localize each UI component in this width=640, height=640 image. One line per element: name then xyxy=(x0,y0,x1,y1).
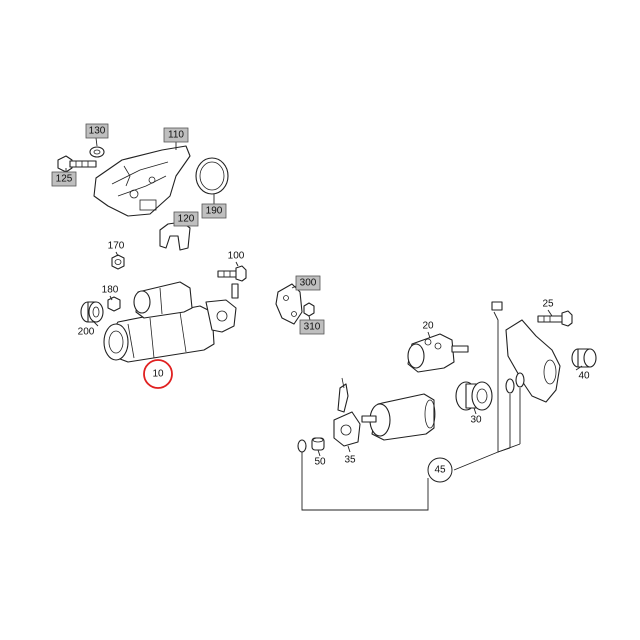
leader-lines xyxy=(65,137,583,511)
callout-100[interactable]: 100 xyxy=(228,251,245,262)
callout-40[interactable]: 40 xyxy=(578,371,590,382)
callout-120-label: 120 xyxy=(178,214,195,225)
starter-motor-10-part xyxy=(103,281,239,363)
callout-110[interactable]: 110 xyxy=(163,127,189,143)
end-washer-left-part xyxy=(297,439,307,453)
brush-holder-35-part xyxy=(333,377,361,447)
callout-30[interactable]: 30 xyxy=(470,415,482,426)
callout-300[interactable]: 300 xyxy=(295,275,321,291)
bushing-40-part xyxy=(571,348,597,368)
shim-washers-part xyxy=(505,372,525,394)
callout-10-highlighted[interactable]: 10 xyxy=(143,359,173,389)
washer-130-part xyxy=(89,146,105,158)
solenoid-20-part xyxy=(407,333,469,373)
callout-190-label: 190 xyxy=(206,206,223,217)
callout-45[interactable]: 45 xyxy=(427,457,453,483)
callout-200[interactable]: 200 xyxy=(78,327,95,338)
callout-190[interactable]: 190 xyxy=(201,203,227,219)
drive-end-housing-part xyxy=(491,301,561,403)
bolt-100-part xyxy=(217,265,247,282)
bolt-25-part xyxy=(537,310,573,327)
callout-130-label: 130 xyxy=(89,126,106,137)
clamp-ring-190-part xyxy=(195,157,229,195)
pinion-drive-30-part xyxy=(455,381,493,411)
nut-170-part xyxy=(111,254,125,270)
highlight-ring xyxy=(143,359,173,389)
armature-housing-part xyxy=(361,393,436,441)
gasket-plate-part xyxy=(275,283,303,325)
callout-110-label: 110 xyxy=(168,130,184,141)
bushing-200-part xyxy=(80,301,104,323)
callout-125-label: 125 xyxy=(56,174,73,185)
callout-310-label: 310 xyxy=(304,322,321,333)
callout-10-label: 10 xyxy=(152,369,164,380)
heat-shield-110-part xyxy=(93,145,191,217)
plug-50-part xyxy=(311,437,325,451)
nut-310-part xyxy=(303,302,315,317)
callout-310[interactable]: 310 xyxy=(299,319,325,335)
callout-50[interactable]: 50 xyxy=(314,457,326,468)
callout-125[interactable]: 125 xyxy=(51,171,77,187)
callout-35[interactable]: 35 xyxy=(344,455,356,466)
bolt-125-part xyxy=(57,155,97,173)
callout-25[interactable]: 25 xyxy=(542,299,554,310)
callout-120[interactable]: 120 xyxy=(173,211,199,227)
callout-130[interactable]: 130 xyxy=(85,123,109,139)
callout-170[interactable]: 170 xyxy=(108,241,125,252)
nut-180-part xyxy=(107,296,121,312)
callout-300-label: 300 xyxy=(300,278,317,289)
callout-20[interactable]: 20 xyxy=(422,321,434,332)
callout-180[interactable]: 180 xyxy=(102,285,119,296)
callout-45-label: 45 xyxy=(434,465,446,476)
